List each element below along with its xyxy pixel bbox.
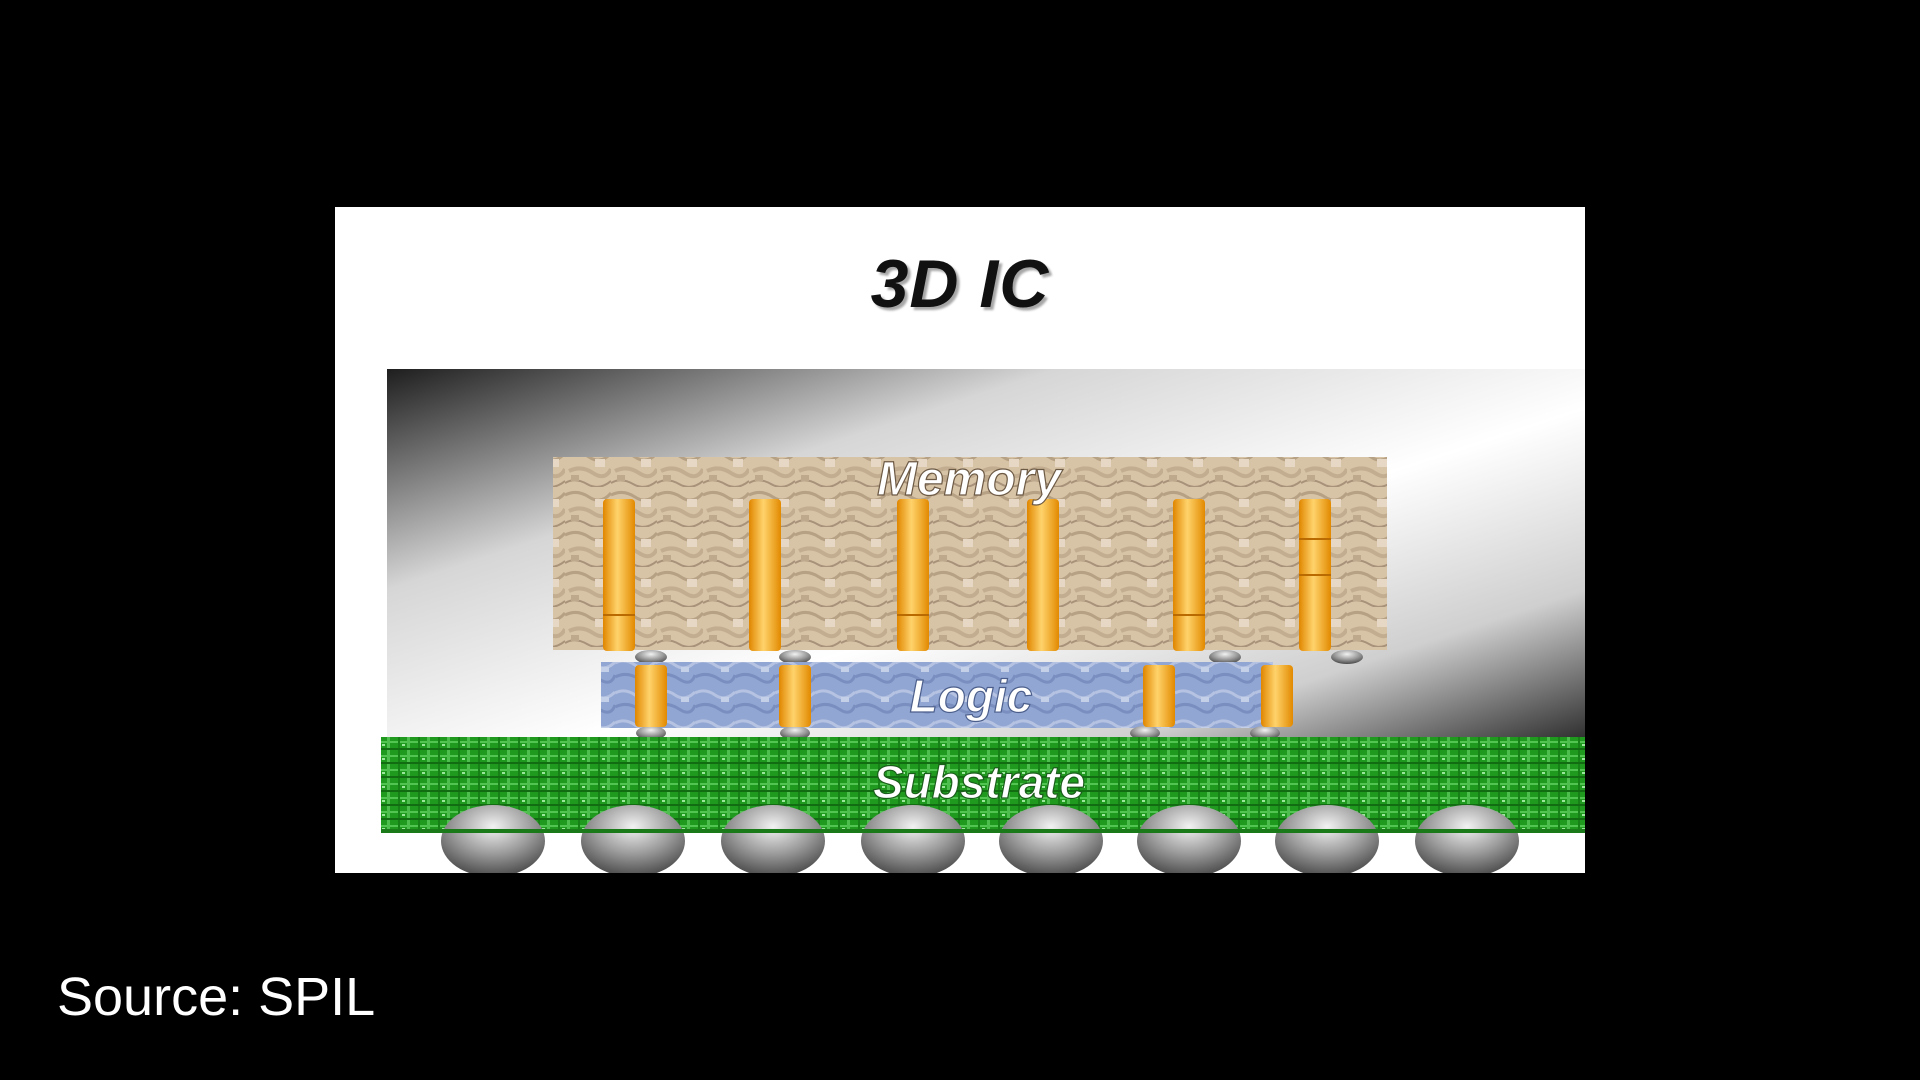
solder-ball-icon — [861, 805, 965, 873]
solder-balls — [381, 805, 1585, 873]
solder-ball-icon — [1137, 805, 1241, 873]
micro-bump-icon — [780, 726, 810, 740]
through-silicon-via-icon — [1261, 665, 1293, 727]
through-silicon-via-icon — [603, 499, 635, 651]
micro-bumps-lower — [636, 726, 1280, 740]
micro-bump-icon — [1331, 650, 1363, 664]
memory-die — [553, 457, 1387, 650]
through-silicon-via-icon — [1143, 665, 1175, 727]
substrate — [381, 737, 1585, 829]
micro-bump-icon — [635, 650, 667, 664]
micro-bump-icon — [636, 726, 666, 740]
solder-ball-icon — [1415, 805, 1519, 873]
diagram-panel: 3D IC — [335, 207, 1585, 873]
solder-ball-icon — [721, 805, 825, 873]
through-silicon-via-icon — [1173, 499, 1205, 651]
through-silicon-via-icon — [779, 665, 811, 727]
micro-bump-icon — [1130, 726, 1160, 740]
memory-tsvs — [603, 499, 1331, 651]
solder-ball-icon — [441, 805, 545, 873]
memory-label: Memory — [877, 453, 1063, 506]
solder-ball-icon — [999, 805, 1103, 873]
through-silicon-via-icon — [749, 499, 781, 651]
micro-bump-icon — [1250, 726, 1280, 740]
through-silicon-via-icon — [635, 665, 667, 727]
diagram-title: 3D IC — [870, 246, 1050, 322]
solder-ball-icon — [1275, 805, 1379, 873]
through-silicon-via-icon — [897, 499, 929, 651]
through-silicon-via-icon — [1027, 499, 1059, 651]
micro-bumps-upper — [635, 650, 1363, 664]
micro-bump-icon — [779, 650, 811, 664]
logic-label: Logic — [910, 670, 1033, 722]
package-cross-section: Memory Logic Substrate — [381, 369, 1585, 873]
logic-tsvs — [635, 665, 1293, 727]
micro-bump-icon — [1209, 650, 1241, 664]
source-caption: Source: SPIL — [57, 967, 376, 1027]
substrate-label: Substrate — [873, 756, 1085, 808]
solder-ball-icon — [581, 805, 685, 873]
